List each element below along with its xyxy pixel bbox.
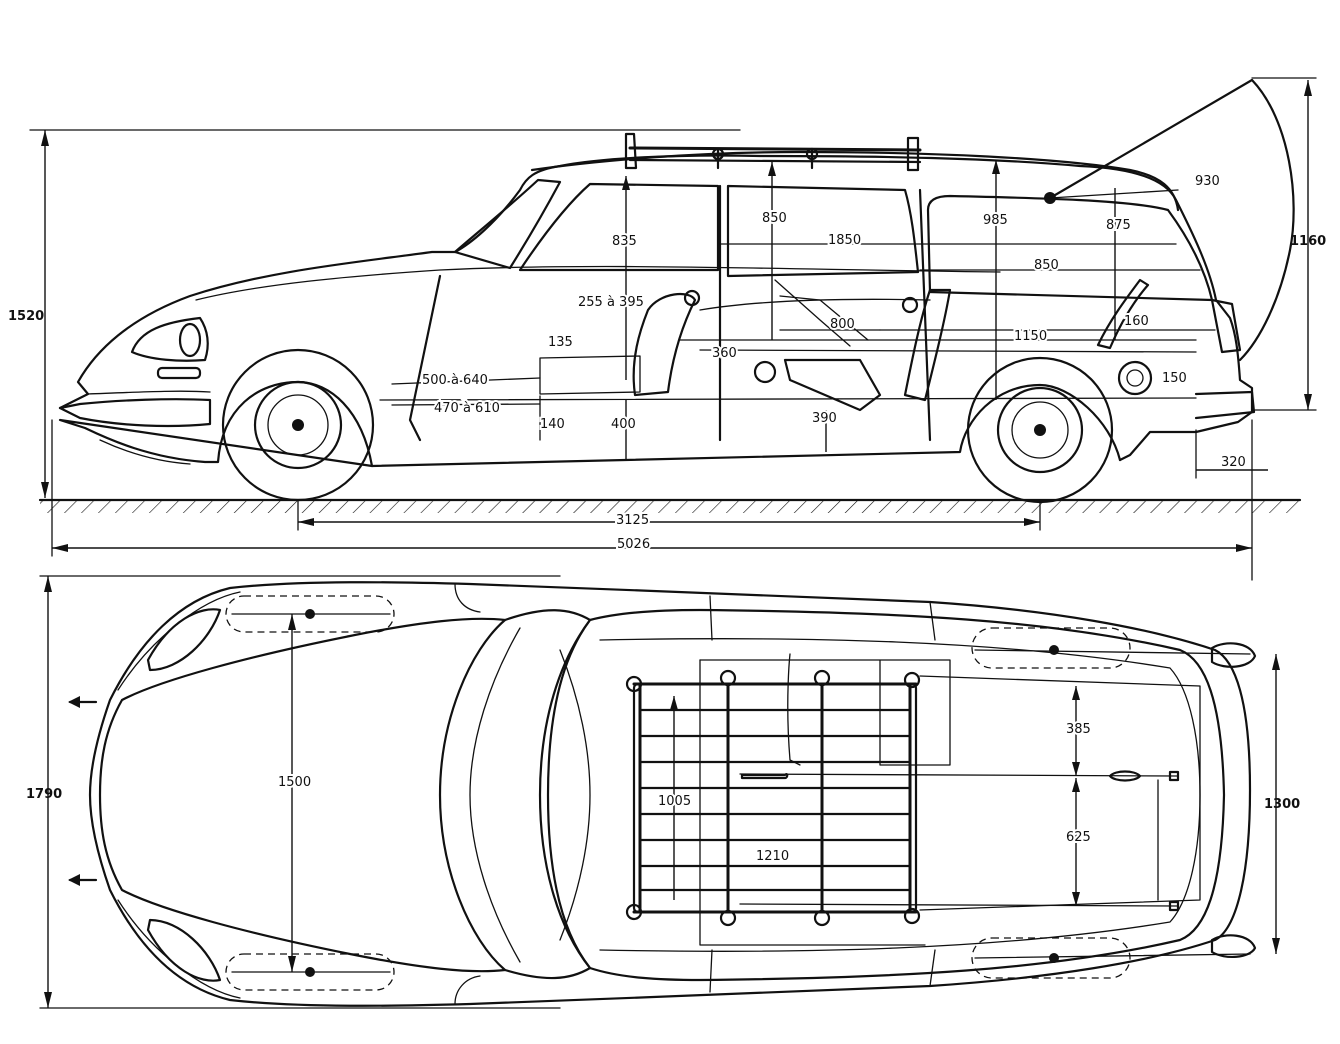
dim-seat-travel: 255 à 395 [578, 295, 644, 310]
car-body-side [58, 154, 1254, 462]
dim-wheelbase: 3125 [616, 513, 649, 528]
dim-rear-hatch-height: 1160 [1290, 234, 1326, 249]
side-view: 1520 1160 835 850 985 875 930 1850 850 8… [8, 77, 1326, 581]
dim-load-width-upper: 385 [1066, 722, 1091, 737]
dim-rear-track-width: 1300 [1264, 797, 1300, 812]
dim-pedal-reach-upper: 500 à 640 [422, 373, 488, 388]
top-dimension-labels: 1790 1500 1300 1005 1210 385 625 [26, 720, 1300, 866]
headlight [130, 316, 209, 362]
rear-wheel-top-lower [971, 937, 1131, 979]
dim-overall-length: 5026 [617, 537, 650, 552]
front-wheel-side [221, 348, 375, 502]
side-dimension-labels: 1520 1160 835 850 985 875 930 1850 850 8… [8, 172, 1326, 554]
front-wheel-top-upper [225, 595, 395, 633]
dim-rear-step: 160 [1124, 314, 1149, 329]
top-view: 1790 1500 1300 1005 1210 385 625 [26, 575, 1300, 1009]
front-seat [632, 292, 697, 397]
rear-wheel-side [966, 356, 1114, 504]
dim-floor-length: 1150 [1014, 329, 1047, 344]
dim-front-floor-height: 400 [611, 417, 636, 432]
car-body-top [88, 581, 1252, 1007]
dim-overall-height: 1520 [8, 309, 44, 324]
dim-load-length: 1850 [828, 233, 861, 248]
dim-rear-floor: 150 [1162, 371, 1187, 386]
rear-door-window [726, 184, 920, 278]
roof-panel [530, 150, 1180, 212]
dim-rear-load-length: 850 [1034, 258, 1059, 273]
dim-seat-gap: 360 [712, 346, 737, 361]
tailgate-swing-arc [1048, 78, 1254, 200]
dim-footwell: 140 [540, 417, 565, 432]
front-wheel-top-lower [225, 953, 395, 991]
dim-seat-cushion: 135 [548, 335, 573, 350]
dim-overall-width: 1790 [26, 787, 62, 802]
jack-hatched [783, 358, 882, 412]
front-bumper [58, 398, 212, 428]
dim-seat-length: 800 [830, 317, 855, 332]
ground-line [38, 498, 1302, 513]
dim-rear-seat-height: 875 [1106, 218, 1131, 233]
dim-rack-width: 1005 [658, 794, 691, 809]
rear-light [1210, 298, 1242, 354]
dim-front-track: 1500 [278, 775, 311, 790]
dim-rear-floor-height: 390 [812, 411, 837, 426]
rear-bumper [1194, 390, 1256, 420]
rear-quarter-window [926, 194, 1214, 302]
dim-rear-overhang: 320 [1221, 455, 1246, 470]
bonnet-top [98, 617, 507, 973]
dim-load-width-lower: 625 [1066, 830, 1091, 845]
rear-jump-seat [1096, 278, 1150, 350]
rear-wheel-top-upper [971, 627, 1131, 669]
front-indicator [156, 366, 202, 380]
roof-rack-side [624, 132, 922, 172]
front-door-window [518, 182, 720, 272]
dim-rack-length: 1210 [756, 849, 789, 864]
roof-rack-top [625, 669, 921, 927]
dim-interior-height-rear: 985 [983, 213, 1008, 228]
dim-interior-height-mid: 850 [762, 211, 787, 226]
roof-top [546, 608, 1226, 982]
dim-pedal-reach-lower: 470 à 610 [434, 401, 500, 416]
spare-wheel [1117, 360, 1153, 396]
dim-interior-height-front: 835 [612, 234, 637, 249]
windshield [453, 178, 562, 270]
rear-seat [903, 288, 952, 402]
dim-hatch-radius: 930 [1195, 174, 1220, 189]
